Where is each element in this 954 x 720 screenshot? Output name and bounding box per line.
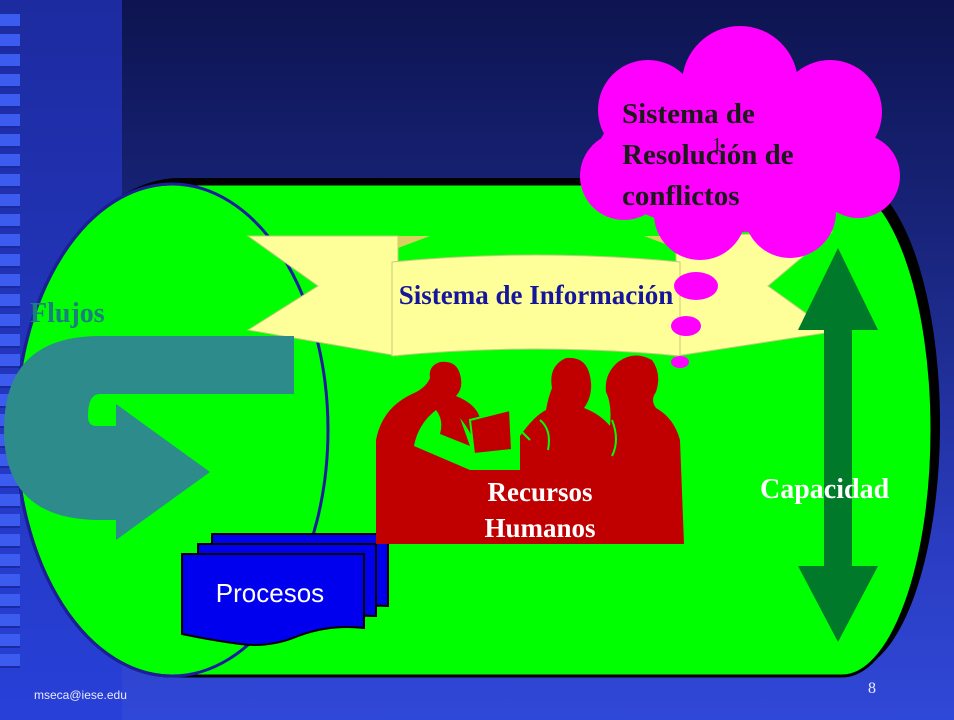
conflict-resolution-label: Sistema de Resolución de conflictos [622,98,794,212]
page-number: 8 [868,680,876,697]
human-resources-label: Recursos Humanos [484,477,596,543]
cloud-stray-number: 1 [712,134,722,156]
curved-arrow-icon [4,336,294,540]
capacity-label: Capacidad [760,474,890,505]
information-banner [246,231,834,357]
double-arrow-icon [798,248,878,642]
conflict-cloud [580,26,900,368]
people-silhouette-icon [376,355,684,544]
stacked-documents-icon [181,533,389,646]
processes-label: Procesos [215,578,325,608]
left-tick-strip [0,14,22,714]
information-system-label: Sistema de Información [398,280,674,310]
footer-email: mseca@iese.edu [34,688,127,702]
flows-label: Flujos [30,298,105,329]
